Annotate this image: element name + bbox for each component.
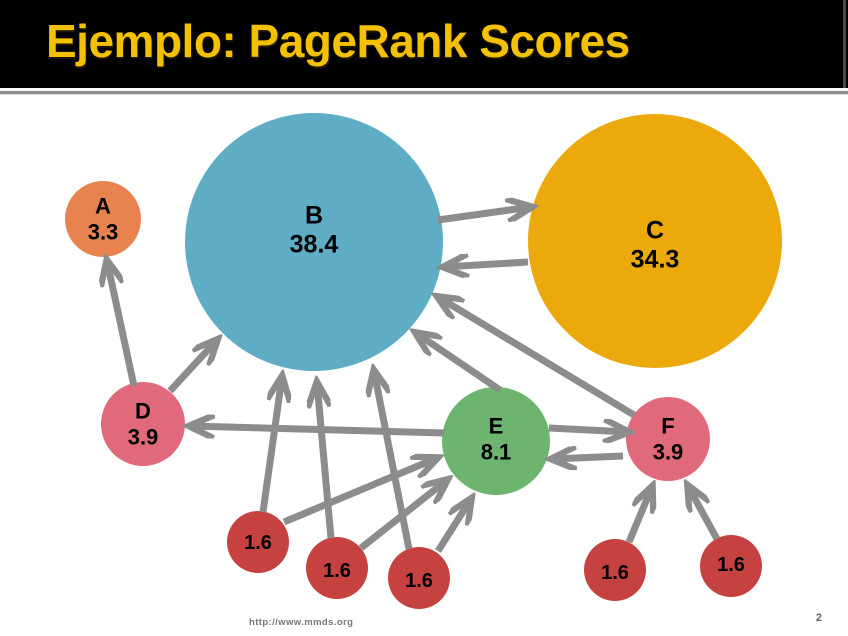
node-s3-circle <box>388 547 450 609</box>
node-A-label: A <box>95 194 111 219</box>
node-C-label: C <box>646 216 664 244</box>
edge-C-B <box>444 262 529 267</box>
edge-F-B <box>438 297 636 418</box>
edge-F-E <box>552 456 624 459</box>
node-A-value: 3.3 <box>88 220 119 245</box>
node-s2-value: 1.6 <box>323 560 351 582</box>
edge-E-D <box>190 426 445 433</box>
edge-s2-B <box>317 383 335 539</box>
node-F-label: F <box>661 414 674 439</box>
node-A-circle <box>65 181 141 257</box>
edge-B-C <box>437 207 531 224</box>
node-E-circle <box>442 387 550 495</box>
node-C-circle <box>528 114 782 368</box>
node-circles-layer <box>65 113 782 609</box>
footer-url: http://www.mmds.org <box>249 617 354 628</box>
page-number: 2 <box>815 612 822 624</box>
node-s5-circle <box>700 535 762 597</box>
header-right-accent <box>843 0 846 88</box>
edge-s5-F <box>688 486 721 541</box>
node-B-label: B <box>305 201 323 229</box>
edge-D-B <box>167 340 217 394</box>
node-E-label: E <box>489 414 504 439</box>
node-s5-value: 1.6 <box>717 554 745 576</box>
edge-E-B <box>416 333 502 393</box>
edge-s3-E <box>435 499 471 553</box>
edge-s2-E <box>358 480 447 551</box>
edges-layer <box>107 207 721 553</box>
node-s3-value: 1.6 <box>405 570 433 592</box>
edge-D-A <box>107 261 138 387</box>
node-s4-value: 1.6 <box>601 562 629 584</box>
edge-s4-F <box>625 487 652 544</box>
edge-s3-B <box>374 371 413 550</box>
title-bar: Ejemplo: PageRank Scores <box>0 0 848 88</box>
node-s4-circle <box>584 539 646 601</box>
slide-title: Ejemplo: PageRank Scores <box>46 15 630 67</box>
edge-s1-B <box>259 377 282 513</box>
edge-s1-E <box>282 458 437 526</box>
node-B-value: 38.4 <box>290 230 339 258</box>
node-F-value: 3.9 <box>653 440 684 465</box>
node-s1-value: 1.6 <box>244 532 272 554</box>
node-E-value: 8.1 <box>481 440 512 465</box>
node-D-circle <box>101 382 185 466</box>
node-B-circle <box>185 113 443 371</box>
edge-E-F <box>548 428 628 432</box>
node-D-value: 3.9 <box>128 425 159 450</box>
node-D-label: D <box>135 399 151 424</box>
node-s1-circle <box>227 511 289 573</box>
node-C-value: 34.3 <box>631 245 680 273</box>
node-F-circle <box>626 397 710 481</box>
header-separator <box>0 88 848 98</box>
node-s2-circle <box>306 537 368 599</box>
